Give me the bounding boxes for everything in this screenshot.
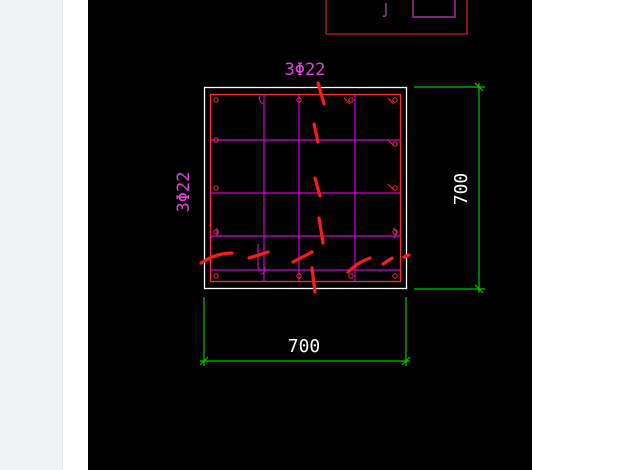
corner-hooks <box>343 97 395 191</box>
outer-stirrup <box>209 93 402 283</box>
column-section-outline <box>203 86 408 290</box>
markup-annotation-strokes <box>199 81 411 294</box>
width-dimension-text: 700 <box>288 336 321 357</box>
height-dimension <box>414 82 485 294</box>
tie-hooks <box>216 95 397 275</box>
right-blank-panel <box>532 0 626 470</box>
left-side-panel <box>0 0 62 470</box>
panel-divider <box>62 0 63 470</box>
cad-drawing-canvas[interactable]: 3Φ22 3Φ22 700 700 <box>88 0 532 470</box>
top-rebar-label: 3Φ22 <box>285 60 326 80</box>
column-section-drawing: 3Φ22 3Φ22 700 700 <box>174 0 485 366</box>
height-dimension-text: 700 <box>451 173 472 206</box>
tie-grid <box>210 94 401 282</box>
left-rebar-label: 3Φ22 <box>174 172 194 213</box>
longitudinal-rebars <box>213 97 398 279</box>
width-dimension <box>199 297 411 366</box>
partial-detail-top <box>325 0 468 35</box>
